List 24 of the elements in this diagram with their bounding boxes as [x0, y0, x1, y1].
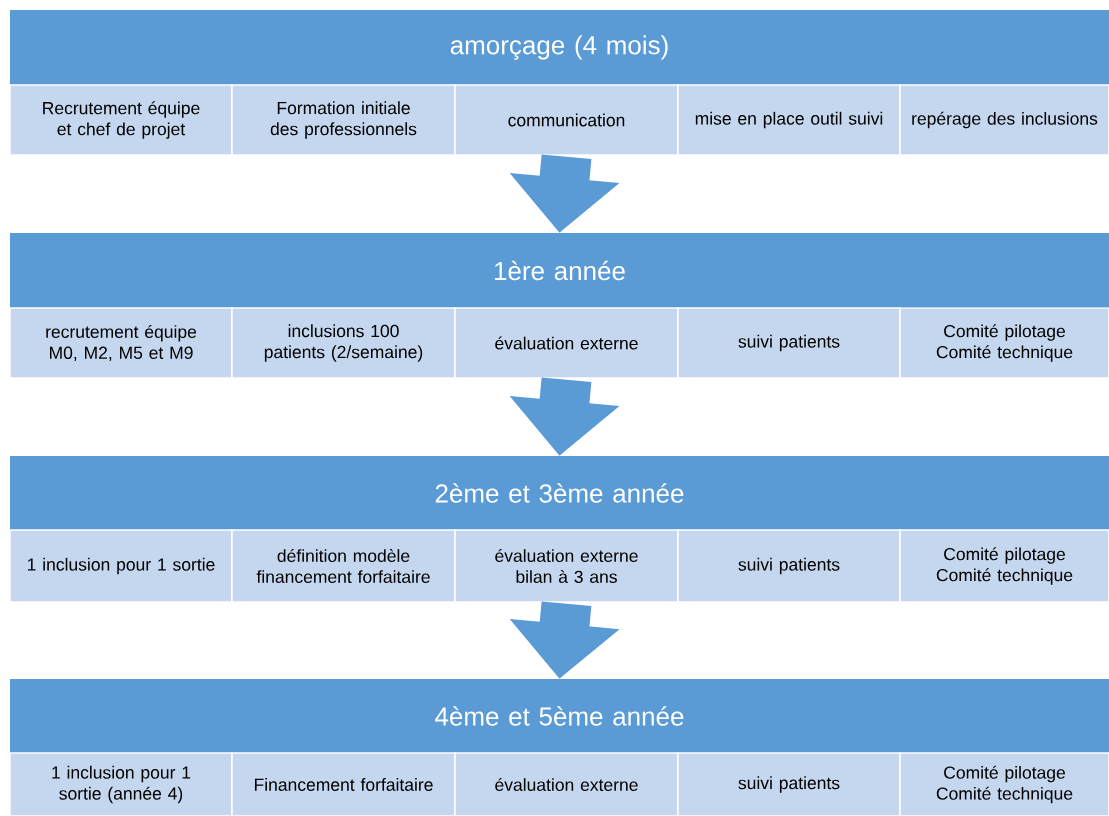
phase-header: 4ème et 5ème année — [10, 679, 1109, 753]
task-cell: recrutement équipe M0, M2, M5 et M9 — [9, 307, 233, 379]
task-cell: Recrutement équipe et chef de projet — [9, 84, 233, 156]
task-cell: suivi patients — [677, 529, 901, 603]
task-cell: évaluation externe — [454, 752, 679, 816]
task-cell: communication — [454, 84, 679, 156]
task-cell: Financement forfaitaire — [231, 752, 456, 816]
task-cell: définition modèle financement forfaitaire — [231, 529, 456, 603]
task-cell: Comité pilotage Comité technique — [899, 529, 1109, 603]
phase-header: 2ème et 3ème année — [10, 456, 1109, 530]
task-cell: 1 inclusion pour 1 sortie (année 4) — [9, 752, 233, 816]
task-cell: évaluation externe — [454, 307, 679, 379]
task-cell: inclusions 100 patients (2/semaine) — [231, 307, 456, 379]
task-cell: repérage des inclusions — [899, 84, 1109, 156]
task-cell: mise en place outil suivi — [677, 84, 901, 156]
task-cell: suivi patients — [677, 752, 901, 816]
phase-header: 1ère année — [10, 233, 1109, 308]
task-cell: 1 inclusion pour 1 sortie — [9, 529, 233, 603]
task-cell: Comité pilotage Comité technique — [899, 307, 1109, 379]
task-cell: Comité pilotage Comité technique — [899, 752, 1109, 816]
phase-header: amorçage (4 mois) — [10, 10, 1109, 85]
task-cell: suivi patients — [677, 307, 901, 379]
task-cell: Formation initiale des professionnels — [231, 84, 456, 156]
task-cell: évaluation externe bilan à 3 ans — [454, 529, 679, 603]
